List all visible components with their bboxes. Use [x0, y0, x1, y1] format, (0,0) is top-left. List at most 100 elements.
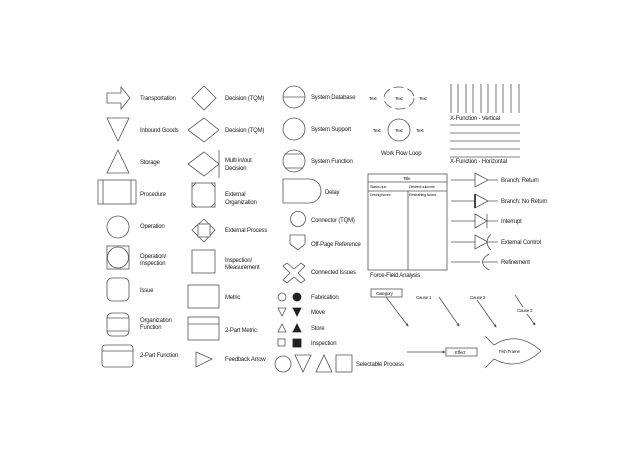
off-page-reference-shape[interactable] — [289, 234, 306, 251]
two-part-function-shape[interactable] — [101, 344, 134, 368]
transportation-shape[interactable] — [106, 85, 131, 111]
shape-part — [438, 296, 460, 327]
decision-shape[interactable] — [191, 85, 217, 111]
shape-part — [367, 173, 448, 271]
operation-inspection-shape[interactable] — [106, 245, 130, 270]
inbound-goods-shape[interactable] — [106, 117, 130, 142]
label: Fabrication — [311, 295, 338, 301]
category-box[interactable]: Category — [370, 288, 403, 298]
cause-1[interactable]: Cause 1 — [416, 295, 432, 300]
fish-frame[interactable]: Fish Frame — [484, 335, 542, 369]
fabrication-filled-shape[interactable] — [292, 292, 302, 302]
label: Inspection — [140, 261, 165, 267]
external-control[interactable]: External Control — [451, 233, 541, 251]
label: Storage — [140, 160, 160, 166]
inspection-filled-shape[interactable] — [292, 338, 302, 348]
label: Text — [395, 128, 403, 133]
x-function-horizontal[interactable]: X-Function - Horizontal — [450, 124, 520, 165]
column-3: System Database System Support System Fu… — [274, 85, 404, 373]
shape-part — [387, 118, 411, 142]
connector-shape[interactable] — [290, 211, 306, 227]
shape-part — [445, 347, 478, 357]
label: Desired outcome — [409, 185, 435, 189]
label: Decision (TQM) — [225, 128, 264, 134]
force-field-analysis[interactable]: Title Status quo Desired outcome Driving… — [367, 173, 448, 279]
label: Text — [395, 96, 403, 101]
branch-return[interactable]: Branch: Return — [451, 172, 539, 188]
label: Restraining forces — [409, 193, 436, 197]
shape-part — [450, 124, 520, 158]
inspection-measurement-shape[interactable] — [191, 249, 216, 274]
selectable-down-triangle-shape[interactable] — [294, 354, 312, 373]
effect-box[interactable]: Effect — [445, 347, 478, 357]
decision-wide-shape[interactable] — [187, 117, 220, 143]
label: Procedure — [140, 192, 167, 198]
column-2: Decision (TQM) Decision (TQM) Multi in/o… — [187, 85, 268, 368]
interrupt[interactable]: Interrupt — [451, 213, 522, 229]
label: Category — [376, 291, 394, 296]
move-filled-shape[interactable] — [292, 307, 302, 317]
label: Branch: No Return — [501, 199, 547, 205]
label: 2-Part Function — [140, 353, 178, 359]
column-1: Transportation Inbound Goods Storage Pro… — [97, 85, 179, 368]
branch-no-return[interactable]: Branch: No Return — [451, 193, 547, 209]
procedure-shape[interactable] — [97, 179, 137, 205]
organization-function-shape[interactable] — [106, 312, 130, 337]
work-flow-loop[interactable]: Text Text Text Text Text Text Work Flow … — [369, 86, 428, 157]
move-outline-shape[interactable] — [277, 307, 287, 317]
inspection-outline-shape[interactable] — [277, 338, 286, 347]
refinement[interactable]: Refinement — [451, 253, 530, 271]
label: System Function — [311, 159, 353, 165]
label: Status quo — [370, 185, 386, 189]
selectable-circle-shape[interactable] — [274, 355, 292, 373]
label: 2-Part Metric — [225, 328, 257, 334]
shape-part — [191, 182, 216, 208]
system-support-shape[interactable] — [282, 117, 306, 141]
label: Branch: Return — [501, 178, 539, 184]
store-outline-shape[interactable] — [277, 323, 287, 333]
label: Issue — [140, 288, 154, 294]
delay-shape[interactable] — [282, 178, 322, 204]
label: Inbound Goods — [140, 128, 179, 134]
label: Refinement — [501, 260, 530, 266]
label: Effect — [455, 350, 466, 355]
label: Operation — [140, 224, 165, 230]
label: Title — [403, 176, 411, 181]
metric-shape[interactable] — [187, 284, 220, 309]
x-function-vertical[interactable]: X-Function - Vertical — [450, 84, 520, 122]
shape-part — [197, 223, 211, 238]
label: Organization — [225, 200, 257, 206]
selectable-up-triangle-shape[interactable] — [315, 354, 333, 373]
fishbone-shapes: Category Cause 1 Cause 2 Cause 3 Effect … — [370, 288, 542, 369]
label: Selectable Process — [356, 362, 404, 368]
two-part-metric-shape[interactable] — [187, 316, 220, 341]
shape-part — [450, 84, 520, 113]
external-organization-shape[interactable] — [191, 182, 216, 208]
label: Measurement — [225, 265, 260, 271]
system-function-shape[interactable] — [282, 149, 306, 173]
operation-shape[interactable] — [106, 215, 130, 239]
shape-part — [107, 246, 129, 269]
cause-3[interactable]: Cause 3 — [517, 308, 533, 313]
label: System Support — [311, 127, 351, 133]
label: X-Function - Vertical — [450, 116, 500, 122]
issue-shape[interactable] — [106, 277, 130, 302]
label: Move — [311, 310, 326, 316]
shape-part — [514, 294, 524, 308]
multi-in-out-decision-shape[interactable] — [187, 151, 220, 177]
connected-issues-shape[interactable] — [282, 262, 306, 284]
label: Fish Frame — [499, 349, 520, 354]
label: Off-Page Reference — [311, 242, 362, 248]
store-filled-shape[interactable] — [292, 323, 302, 333]
label: Inspection/ — [225, 258, 252, 264]
fabrication-outline-shape[interactable] — [277, 292, 287, 302]
label: Decision (TQM) — [225, 96, 264, 102]
shape-part — [383, 86, 415, 110]
label: X-Function - Horizontal — [450, 159, 507, 165]
storage-shape[interactable] — [106, 149, 130, 174]
cause-2[interactable]: Cause 2 — [470, 295, 486, 300]
label: Force-Field Analysis — [370, 273, 420, 279]
feedback-arrow-shape[interactable] — [195, 351, 213, 368]
selectable-square-shape[interactable] — [335, 354, 353, 373]
